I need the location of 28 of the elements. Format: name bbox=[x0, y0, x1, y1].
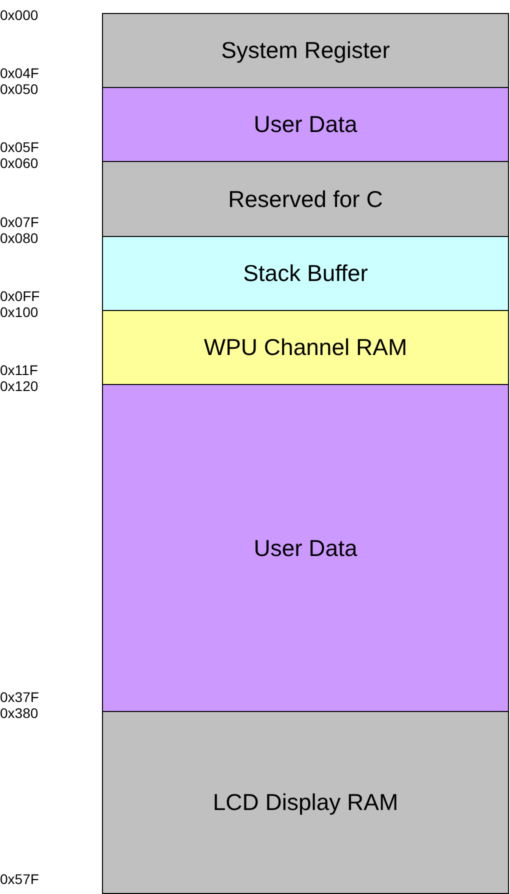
segment-label: User Data bbox=[254, 110, 358, 139]
address-label: 0x000 bbox=[0, 8, 38, 22]
segment-label: Reserved for C bbox=[228, 184, 383, 214]
segment-label: Stack Buffer bbox=[243, 259, 368, 288]
address-label: 0x100 bbox=[0, 305, 38, 319]
address-label: 0x05F bbox=[0, 140, 39, 154]
memory-segment bbox=[102, 236, 509, 311]
address-label: 0x080 bbox=[0, 231, 38, 245]
memory-segment bbox=[102, 384, 509, 712]
memory-segment bbox=[102, 13, 509, 88]
memory-segment bbox=[102, 161, 509, 237]
segment-label: LCD Display RAM bbox=[212, 788, 398, 817]
address-label: 0x380 bbox=[0, 706, 38, 720]
address-label: 0x07F bbox=[0, 215, 39, 229]
segment-label: System Register bbox=[221, 36, 390, 65]
segment-label: User Data bbox=[254, 534, 358, 562]
address-label: 0x11F bbox=[0, 363, 38, 377]
address-label: 0x050 bbox=[0, 82, 38, 96]
address-label: 0x57F bbox=[0, 872, 39, 886]
address-label: 0x060 bbox=[0, 156, 38, 170]
address-label: 0x0FF bbox=[0, 289, 40, 303]
memory-segment bbox=[102, 711, 509, 894]
address-label: 0x04F bbox=[0, 66, 39, 80]
address-label: 0x120 bbox=[0, 379, 38, 393]
segment-label: WPU Channel RAM bbox=[204, 333, 408, 362]
address-label: 0x37F bbox=[0, 690, 39, 704]
memory-segment bbox=[102, 310, 509, 385]
memory-segment bbox=[102, 87, 509, 162]
